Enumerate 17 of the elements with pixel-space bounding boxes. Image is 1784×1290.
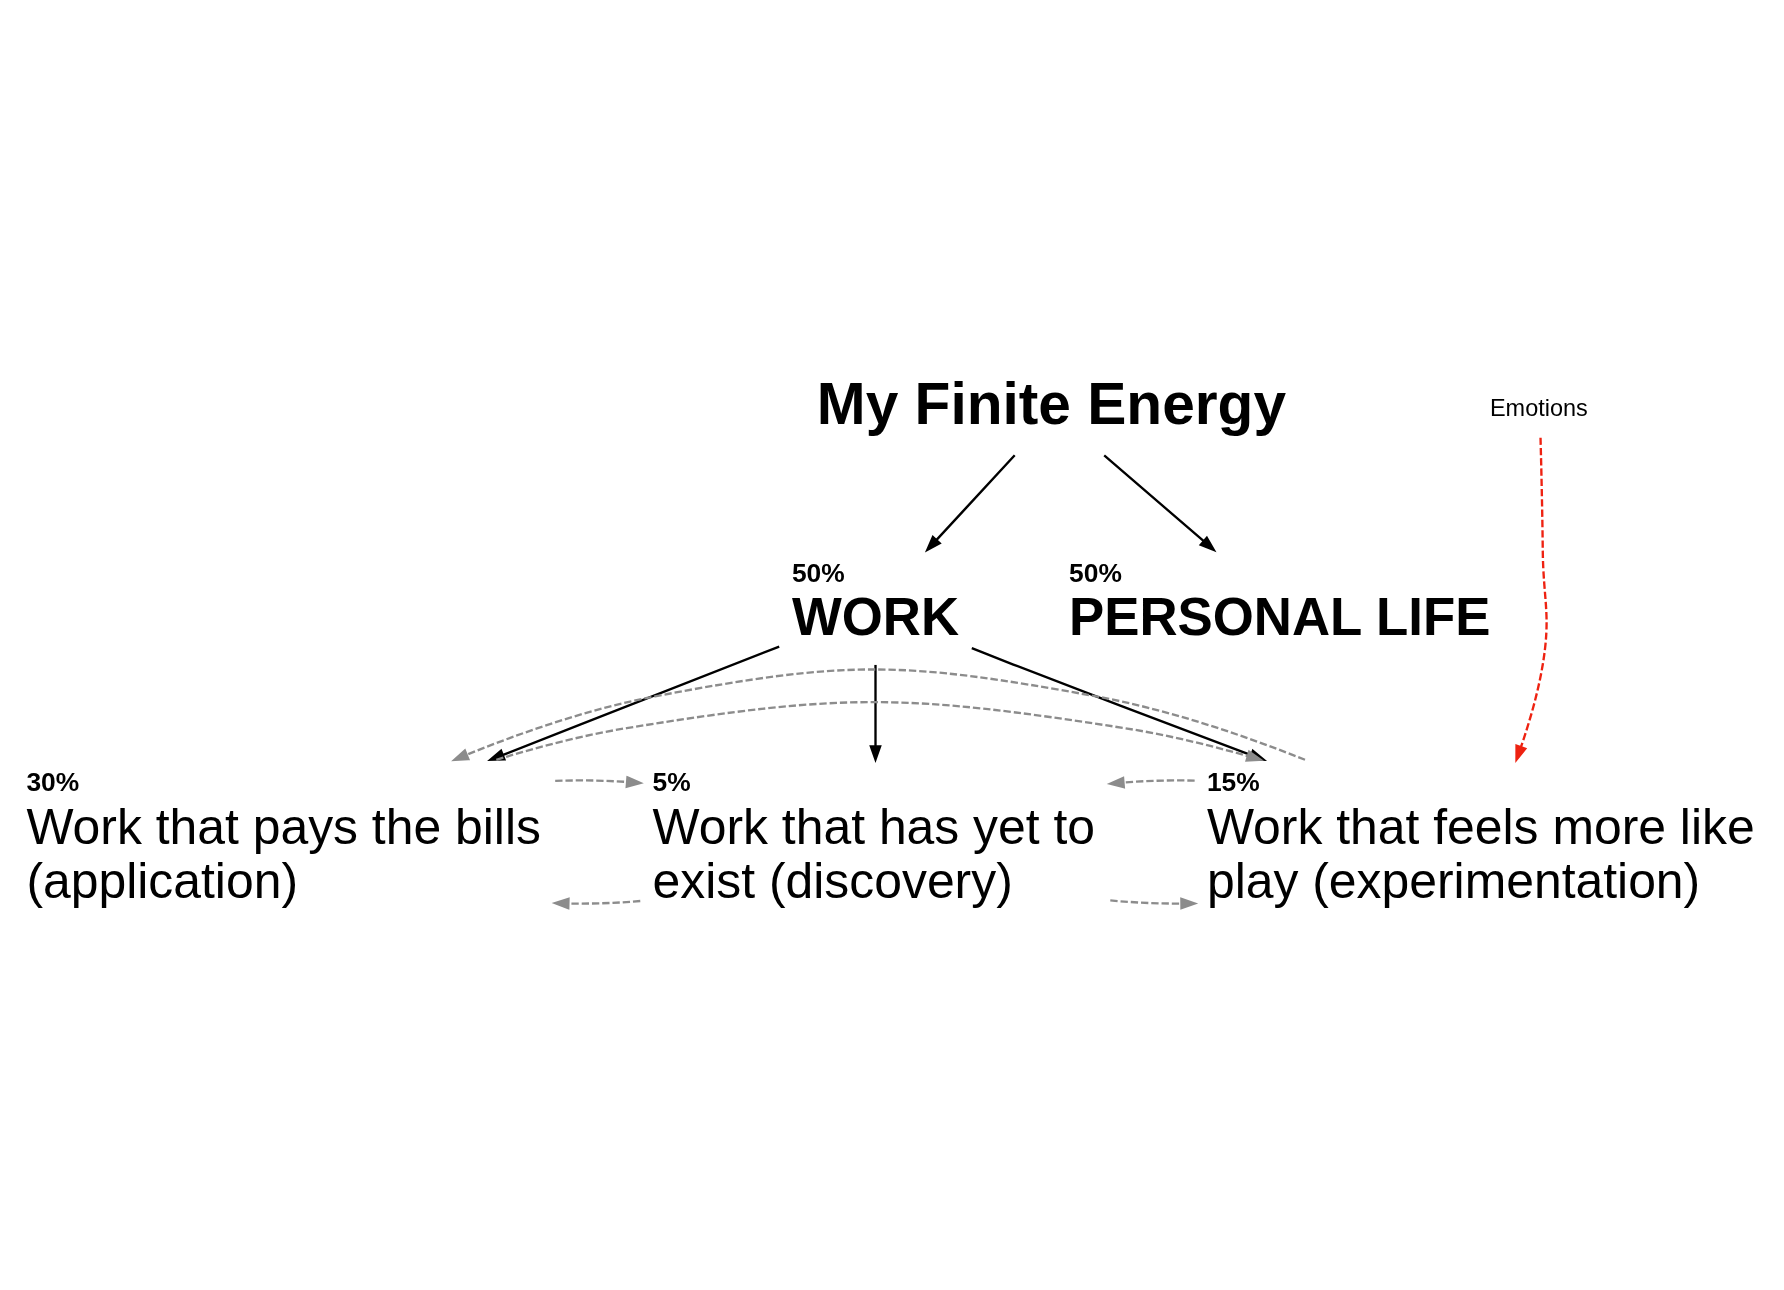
arrow xyxy=(487,645,780,761)
arrow xyxy=(1515,437,1548,763)
arrow xyxy=(924,454,1016,552)
arrow xyxy=(1106,775,1195,789)
node-text: 5% Work that has yet to exist (discovery) xyxy=(652,766,1096,909)
arrow xyxy=(551,896,641,910)
node-text: Emotions xyxy=(1489,394,1588,421)
arrow xyxy=(1103,453,1217,552)
arrow xyxy=(555,775,644,788)
node-text: 30% Work that pays the bills (application) xyxy=(26,766,541,909)
arrow xyxy=(1110,896,1199,910)
node-text: 50% PERSONAL LIFE xyxy=(1069,557,1491,646)
node-text: 50% WORK xyxy=(791,557,960,646)
node-text: 15% Work that feels more like play (experimentation) xyxy=(1206,766,1755,909)
arrow xyxy=(496,700,1264,762)
arrow xyxy=(869,664,882,763)
node-text: My Finite Energy xyxy=(816,370,1287,436)
